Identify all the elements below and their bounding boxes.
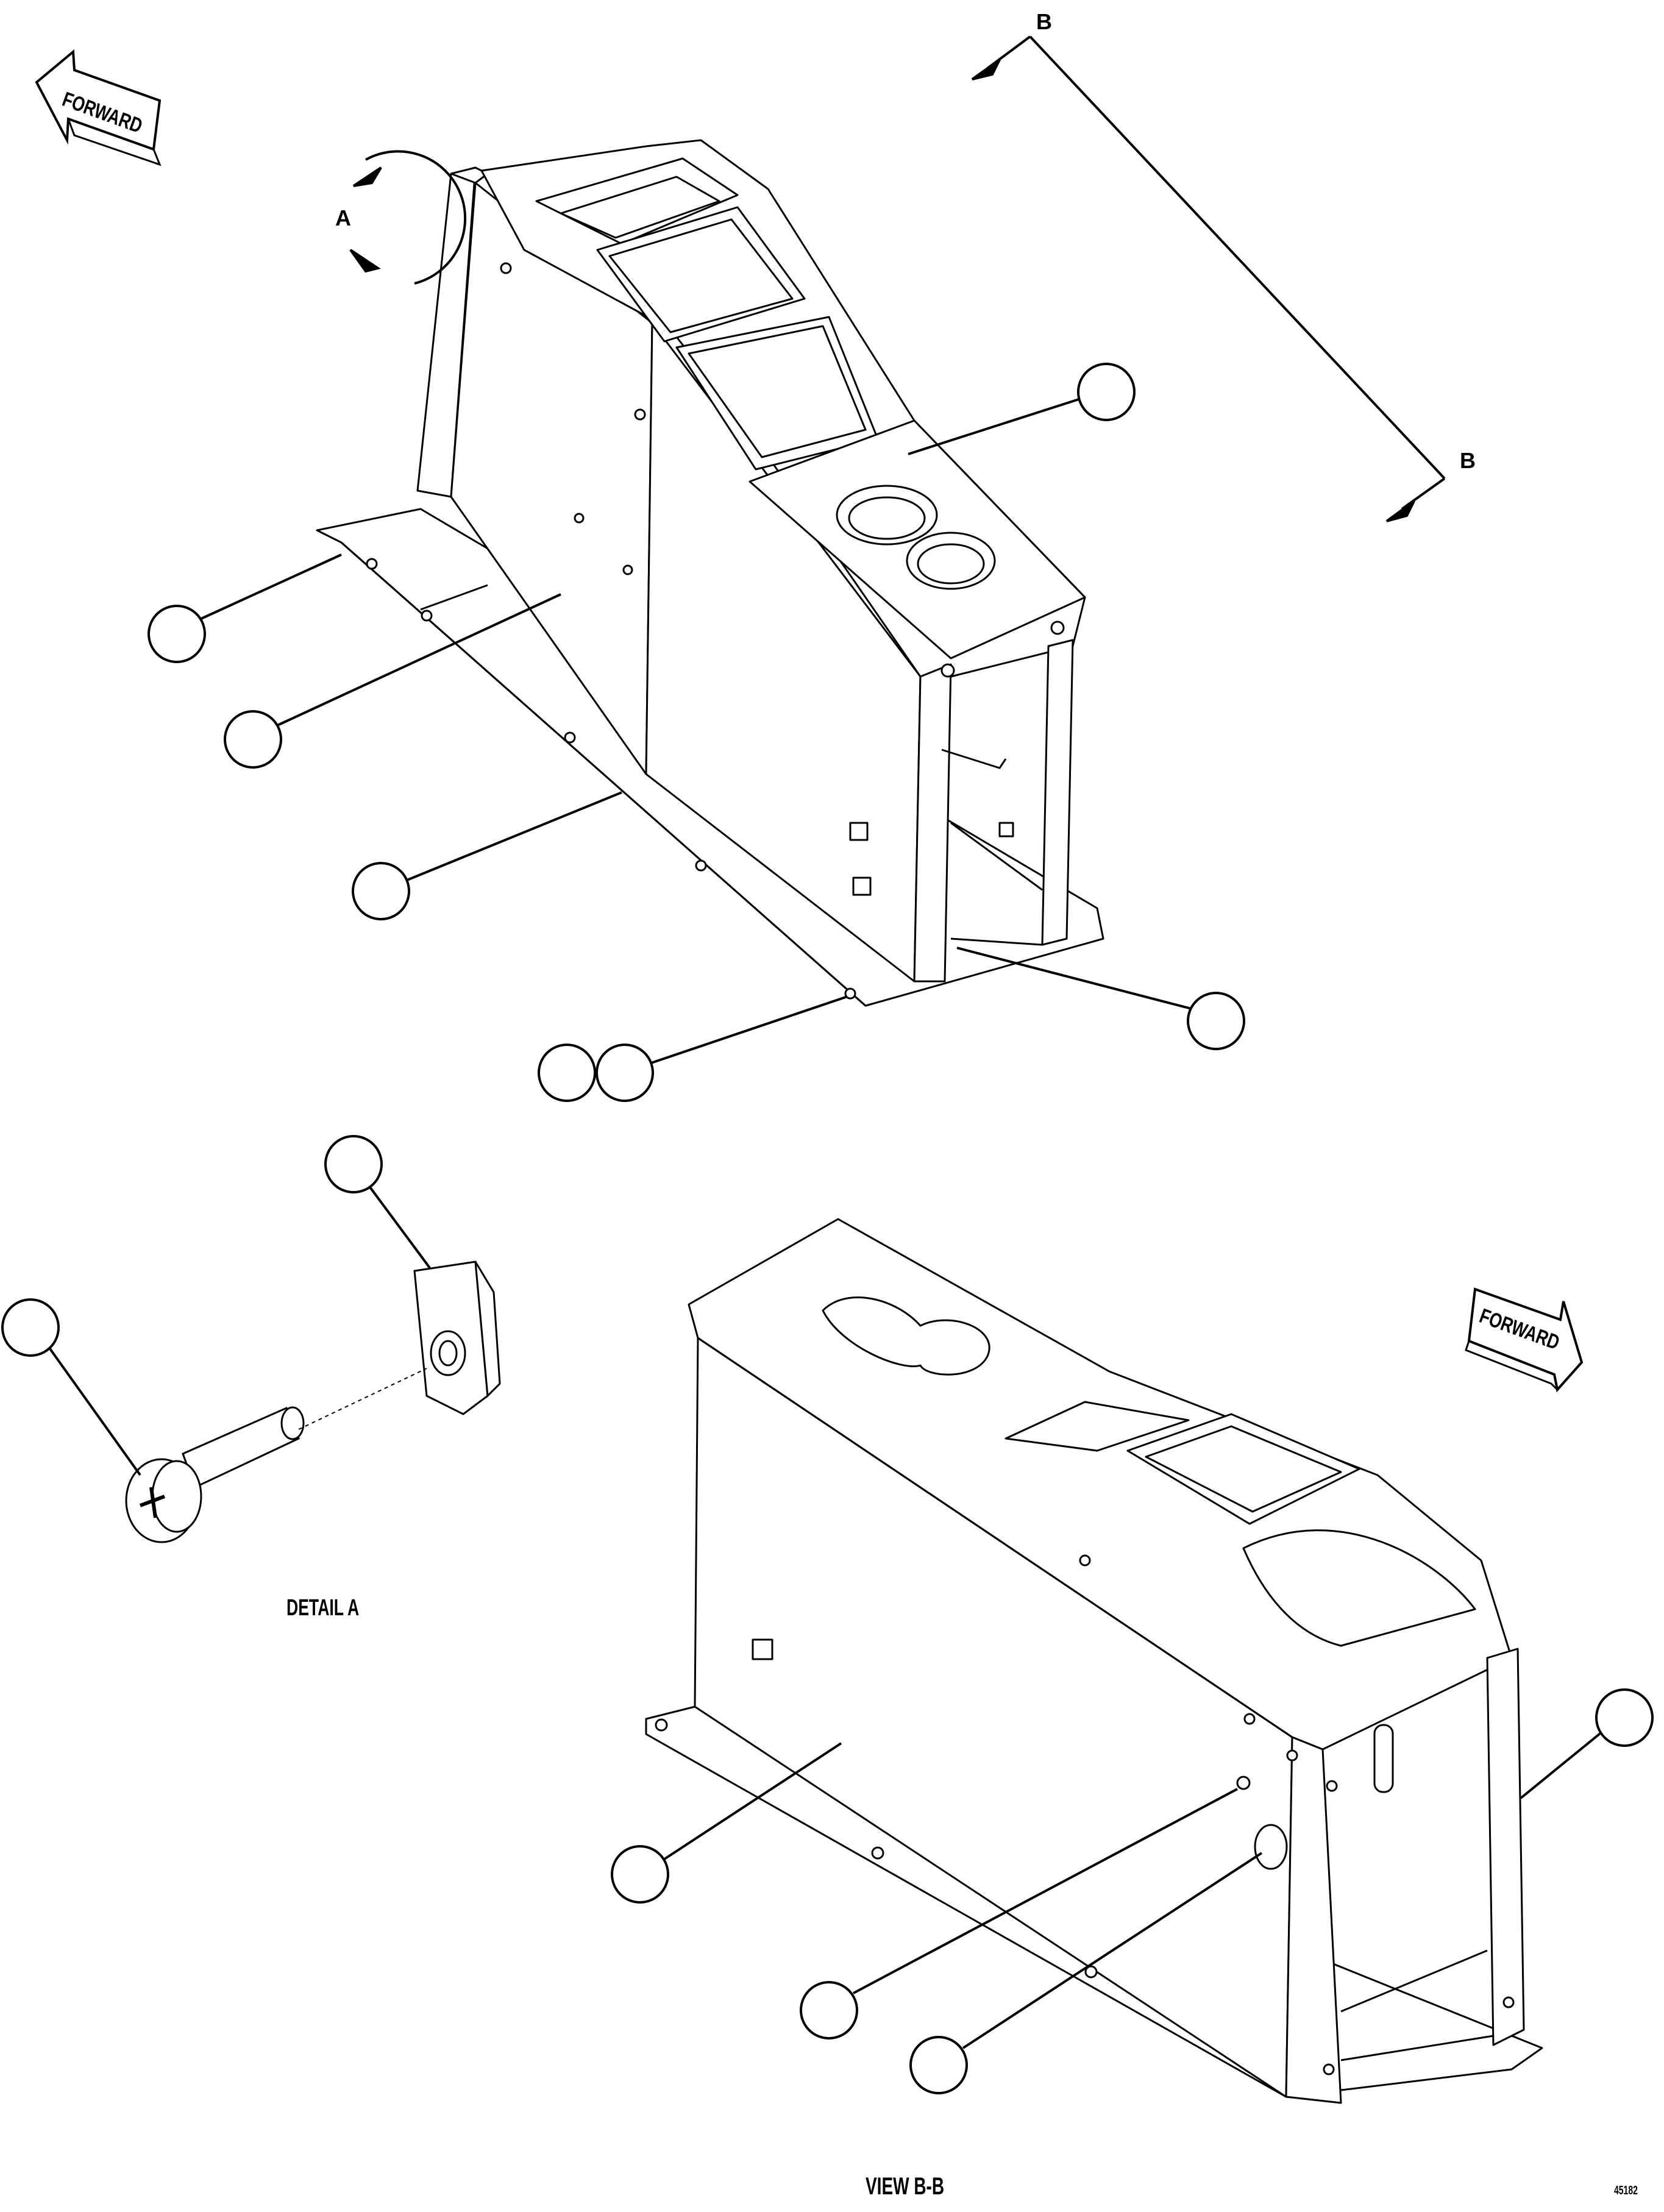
- detail-marker-a: A: [335, 205, 351, 230]
- callout-balloon: [148, 605, 206, 663]
- section-line-b-b: [971, 35, 1446, 522]
- callout-balloon: [611, 1845, 669, 1904]
- forward-arrow-top: FORWARD: [35, 49, 162, 166]
- callout-balloons-view-bb: [611, 1688, 1654, 2094]
- detail-a-marker: [349, 150, 467, 285]
- callout-balloon: [909, 2036, 968, 2094]
- console-assembly-view-bb: [645, 1218, 1543, 2104]
- callout-balloon: [1077, 363, 1136, 421]
- detail-a-hardware: [125, 1261, 501, 1543]
- callout-balloons-detail: [1, 1135, 383, 1357]
- view-b-b-caption: VIEW B-B: [866, 2173, 944, 2200]
- leader-lines-top: [201, 398, 1192, 1065]
- callout-balloons-top: [148, 363, 1245, 1102]
- section-marker-b-start: B: [1036, 9, 1052, 34]
- leader-lines-detail: [48, 1184, 431, 1476]
- leader-lines-view-bb: [663, 1730, 1604, 2049]
- callout-balloon: [538, 1044, 596, 1102]
- drawing-number: 45182: [1614, 2183, 1638, 2197]
- callout-balloon: [1, 1298, 60, 1357]
- callout-balloon: [224, 710, 282, 769]
- forward-arrow-bottom: FORWARD: [1465, 1287, 1584, 1393]
- section-marker-b-end: B: [1460, 448, 1476, 473]
- detail-a-caption: DETAIL A: [286, 1594, 359, 1620]
- console-assembly-top: [316, 139, 1104, 1007]
- callout-balloon: [596, 1044, 654, 1102]
- callout-balloon: [324, 1135, 383, 1193]
- callout-balloon: [1187, 992, 1245, 1050]
- callout-balloon: [800, 1981, 858, 2040]
- callout-balloon: [352, 862, 410, 920]
- callout-balloon: [1595, 1688, 1654, 1747]
